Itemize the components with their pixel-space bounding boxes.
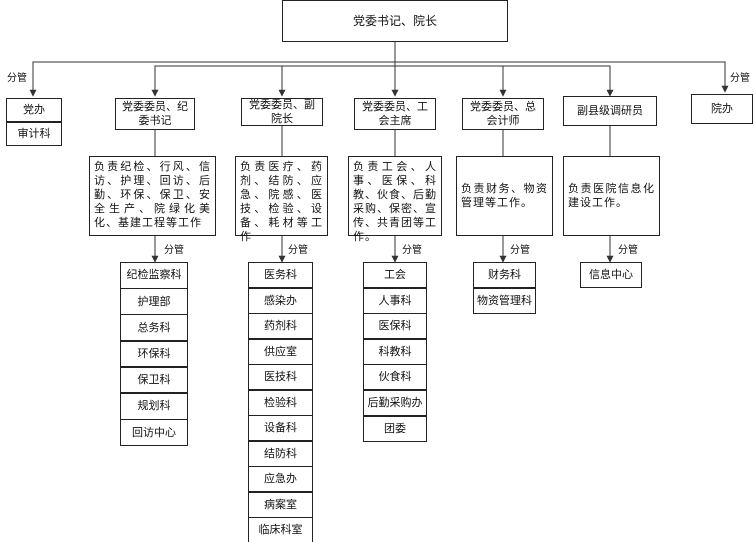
col4-duty-box: 负责财务、物资管理等工作。 — [456, 156, 553, 236]
col3-unit-box: 工会 — [363, 262, 427, 289]
col5-branch-label: 分管 — [618, 245, 638, 256]
col2-unit-box: 临床科室 — [248, 517, 313, 542]
col3-unit-box: 伙食科 — [363, 364, 427, 391]
col2-unit-box: 病案室 — [248, 491, 313, 518]
col4-title-box: 党委委员、总会计师 — [462, 98, 544, 130]
col3-unit-box: 团委 — [363, 415, 427, 442]
col2-unit-box: 结防科 — [248, 440, 313, 467]
col2-duty-box: 负责医疗、药剂、结防、应急、院感、医技、检验、设备、耗材等工作 — [235, 156, 328, 243]
top-leader-box: 党委书记、院长 — [282, 0, 508, 42]
col3-branch-label: 分管 — [402, 245, 422, 256]
branch-label-right: 分管 — [730, 73, 750, 84]
col2-unit-box: 检验科 — [248, 389, 313, 416]
col2-title-box: 党委委员、副院长 — [241, 98, 323, 126]
col4-unit-box: 财务科 — [473, 262, 536, 288]
col1-unit-box: 规划科 — [120, 393, 188, 420]
col4-unit-box: 物资管理科 — [473, 287, 536, 314]
col2-unit-box: 医技科 — [248, 364, 313, 390]
col5-title-box: 副县级调研员 — [563, 96, 657, 126]
hospital-office-box: 院办 — [691, 94, 753, 124]
col2-unit-box: 应急办 — [248, 466, 313, 492]
col1-unit-box: 回访中心 — [120, 419, 188, 446]
branch-label-left: 分管 — [7, 73, 27, 84]
col1-duty-box: 负责纪检、行风、信访、护理、回访、后勤、环保、保卫、安全生产、院绿化美化、基建工… — [89, 156, 216, 236]
col1-unit-box: 纪检监察科 — [120, 262, 188, 289]
col2-branch-label: 分管 — [288, 245, 308, 256]
col1-title-box: 党委委员、纪委书记 — [115, 98, 195, 130]
col3-duty-box: 负责工会、人事、医保、科教、伙食、后勤采购、保密、宣传、共青团等工作。 — [348, 156, 442, 243]
col1-unit-box: 环保科 — [120, 340, 188, 368]
col3-unit-box: 科教科 — [363, 338, 427, 365]
party-office-box: 党办 — [6, 98, 62, 122]
col3-unit-box: 医保科 — [363, 313, 427, 340]
col1-branch-label: 分管 — [164, 245, 184, 256]
col1-unit-box: 护理部 — [120, 288, 188, 315]
col1-unit-box: 总务科 — [120, 314, 188, 342]
col2-unit-box: 供应室 — [248, 338, 313, 365]
col2-unit-box: 医务科 — [248, 262, 313, 288]
col2-unit-box: 设备科 — [248, 415, 313, 441]
col5-duty-box: 负责医院信息化建设工作。 — [563, 156, 660, 236]
col3-unit-box: 后勤采购办 — [363, 390, 427, 417]
col1-unit-box: 保卫科 — [120, 366, 188, 394]
col3-title-box: 党委委员、工会主席 — [354, 98, 436, 130]
col4-branch-label: 分管 — [510, 245, 530, 256]
col5-unit-box: 信息中心 — [580, 262, 642, 288]
col2-unit-box: 感染办 — [248, 287, 313, 314]
col3-unit-box: 人事科 — [363, 287, 427, 314]
audit-box: 审计科 — [6, 122, 62, 146]
col2-unit-box: 药剂科 — [248, 313, 313, 339]
